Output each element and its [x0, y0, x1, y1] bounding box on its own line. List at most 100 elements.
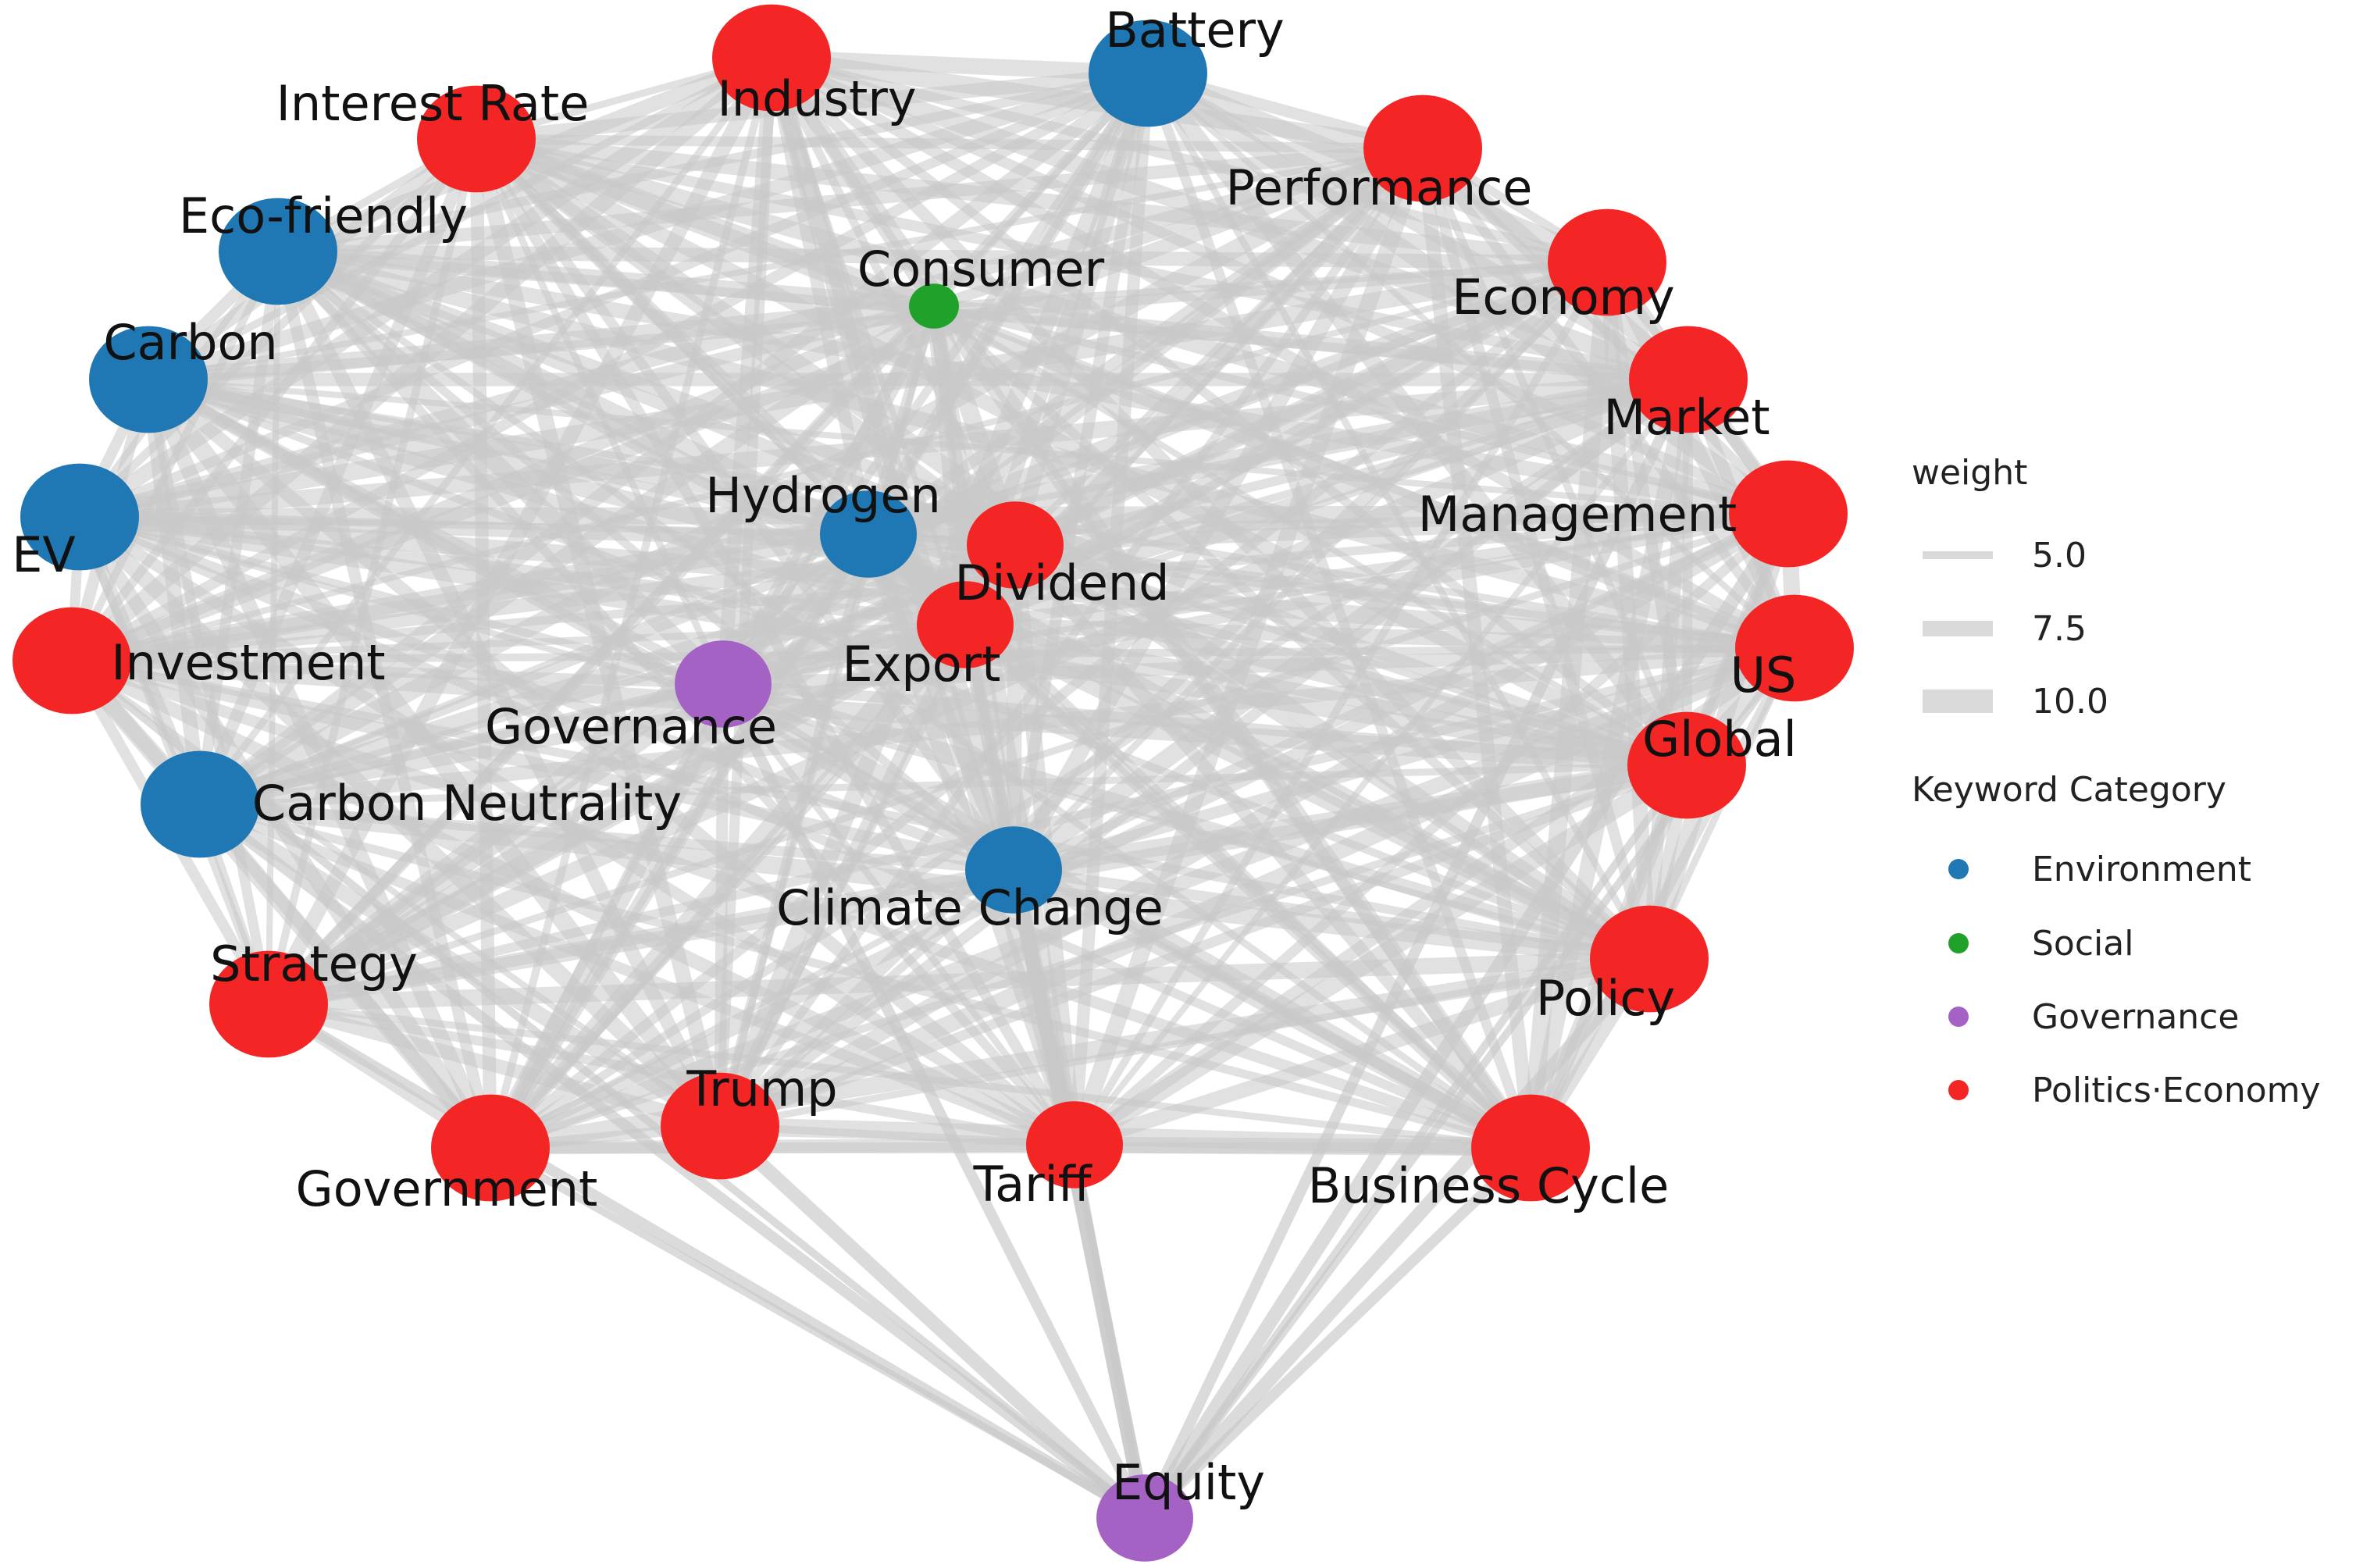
legend-label-politics-economy: Politics·Economy — [2032, 1071, 2321, 1110]
node-interest-rate — [417, 85, 536, 193]
legend-swatch-governance — [1948, 1007, 1969, 1027]
node-business-cycle — [1471, 1094, 1590, 1202]
edge-strategy-trump — [266, 997, 722, 1133]
edge-industry-performance — [770, 49, 1424, 157]
edge-equity-export — [958, 623, 1152, 1520]
legend-swatch-social — [1948, 933, 1969, 953]
edge-equity-management — [1139, 510, 1795, 1522]
node-dividend — [967, 501, 1064, 589]
edge-industry-economy — [770, 52, 1609, 268]
legend: weight 5.0 7.5 10.0 Keyword Category Env… — [1912, 453, 2321, 1110]
node-eco-friendly — [219, 198, 337, 305]
edge-dividend-us — [1014, 540, 1795, 653]
label-equity: Equity — [1112, 1454, 1265, 1511]
edge-consumer-market — [933, 298, 1689, 387]
edge-ev-management — [79, 505, 1789, 526]
legend-weight-label-2: 7.5 — [2032, 609, 2087, 649]
legend-weight-label-3: 10.0 — [2032, 682, 2108, 722]
label-export: Export — [843, 636, 1001, 693]
node-hydrogen — [820, 490, 917, 578]
node-economy — [1548, 208, 1666, 316]
edge-economy-carbon — [148, 257, 1608, 385]
edge-management-dividend — [1014, 507, 1789, 552]
label-investment: Investment — [111, 634, 385, 691]
label-interest-rate: Interest Rate — [276, 75, 590, 132]
node-battery — [1089, 20, 1207, 127]
node-government — [431, 1094, 550, 1202]
edge-tariff-business-cycle — [1074, 1136, 1531, 1156]
label-eco-friendly: Eco-friendly — [179, 187, 468, 244]
edge-global-carbon-neutrality — [199, 761, 1688, 808]
legend-weight-title: weight — [1912, 453, 2027, 493]
node-equity — [1096, 1474, 1193, 1562]
legend-swatch-politics-economy — [1948, 1080, 1969, 1100]
network-nodes — [12, 4, 1854, 1562]
label-management: Management — [1418, 486, 1737, 543]
legend-category-title: Keyword Category — [1912, 770, 2226, 810]
label-ev: EV — [12, 526, 76, 583]
edge-us-trump — [716, 640, 1798, 1135]
node-ev — [20, 463, 139, 571]
node-export — [917, 581, 1014, 668]
edge-equity-policy — [1139, 953, 1655, 1523]
label-policy: Policy — [1536, 970, 1675, 1027]
label-carbon-neutrality: Carbon Neutrality — [252, 775, 682, 832]
legend-weight: weight 5.0 7.5 10.0 — [1912, 453, 2108, 722]
edge-interest-rate-performance — [476, 134, 1424, 154]
label-us: US — [1730, 647, 1797, 704]
node-carbon — [89, 326, 208, 433]
label-global: Global — [1642, 711, 1797, 768]
edge-market-ev — [79, 371, 1689, 526]
edge-equity-trump — [715, 1121, 1150, 1523]
node-trump — [661, 1072, 779, 1180]
edge-equity-market — [1139, 376, 1694, 1521]
node-industry — [712, 4, 831, 112]
legend-weight-label-1: 5.0 — [2032, 536, 2087, 576]
edge-performance-eco-friendly — [277, 141, 1424, 258]
legend-swatch-environment — [1948, 859, 1969, 879]
label-business-cycle: Business Cycle — [1308, 1157, 1670, 1214]
edge-market-policy — [1642, 379, 1695, 960]
edge-equity-strategy — [266, 999, 1148, 1523]
edge-investment-trump — [70, 657, 722, 1129]
node-investment — [12, 607, 131, 715]
edge-equity-governance — [718, 681, 1150, 1521]
edge-strategy-policy — [268, 950, 1650, 1013]
edge-economy-investment — [70, 259, 1609, 664]
legend-label-social: Social — [2032, 924, 2133, 964]
node-global — [1627, 711, 1746, 819]
label-hydrogen: Hydrogen — [705, 467, 941, 524]
label-government: Government — [296, 1160, 598, 1217]
edge-climate-change-policy — [1013, 864, 1650, 964]
edge-governance-carbon-neutrality — [198, 679, 725, 809]
edge-climate-change-strategy — [267, 863, 1015, 1011]
edge-us-climate-change — [1011, 642, 1797, 876]
label-climate-change: Climate Change — [776, 879, 1164, 936]
edge-export-investment — [71, 621, 966, 665]
legend-category: Keyword Category Environment Social Gove… — [1912, 770, 2321, 1110]
label-dividend: Dividend — [954, 554, 1169, 611]
edge-investment-policy — [70, 656, 1651, 964]
edge-governance-us — [722, 641, 1795, 691]
edge-export-us — [964, 617, 1795, 656]
node-management — [1729, 460, 1848, 568]
edge-eco-friendly-economy — [277, 244, 1608, 269]
node-climate-change — [965, 826, 1062, 914]
edge-climate-change-trump — [717, 866, 1017, 1130]
edge-us-strategy — [267, 643, 1796, 1009]
node-tariff — [1026, 1101, 1123, 1188]
edge-management-strategy — [267, 510, 1790, 1008]
legend-label-environment: Environment — [2032, 850, 2251, 889]
edge-us-carbon-neutrality — [199, 641, 1795, 811]
label-consumer: Consumer — [857, 241, 1105, 298]
label-economy: Economy — [1452, 269, 1675, 326]
edge-carbon-neutrality-government — [194, 800, 496, 1153]
label-performance: Performance — [1226, 159, 1533, 216]
edge-equity-carbon-neutrality — [196, 800, 1149, 1523]
label-governance: Governance — [485, 698, 777, 755]
node-strategy — [209, 950, 328, 1058]
label-strategy: Strategy — [210, 935, 418, 992]
node-governance — [675, 640, 772, 728]
